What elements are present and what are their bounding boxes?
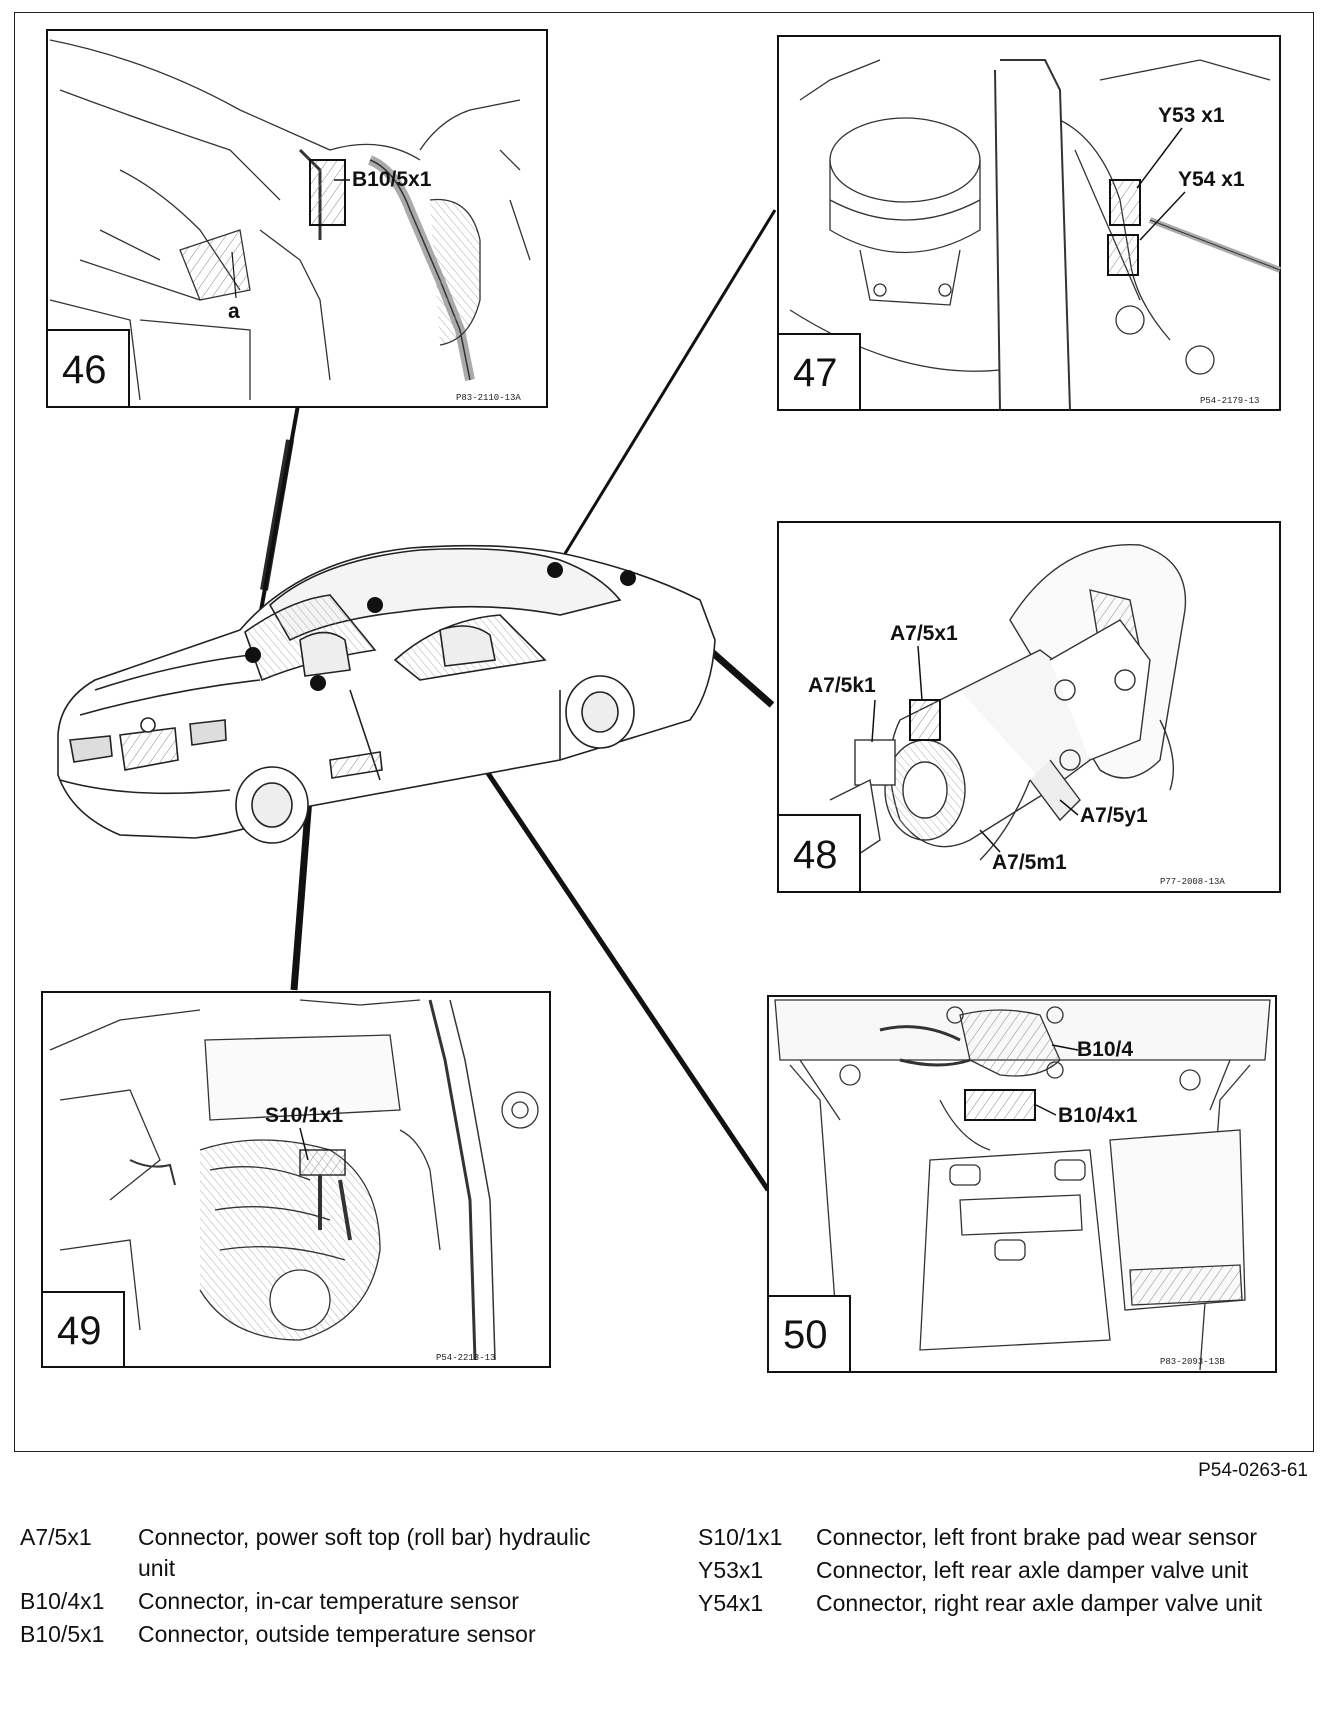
legend-item: A7/5x1 Connector, power soft top (roll b… [20,1522,620,1584]
seat-rear [439,625,496,667]
car-drawing [57,544,716,844]
dot-48 [620,570,636,586]
star-emblem [140,717,156,733]
panel-48-callout-2: A7/5k1 [808,674,876,697]
panel-47-callout-1-leader [1136,127,1183,189]
panel-48-callout-4: A7/5m1 [992,851,1067,874]
headlight-right [189,719,227,746]
dot-47 [547,562,563,578]
panel-46-callout-2: a [228,300,240,323]
panel-47: Y53 x1 Y54 x1 47 P54-2179-13 [777,35,1282,411]
panel-50-sketch [774,999,1271,1371]
panel-48-callout-1-leader [917,645,923,701]
panel-47-callout-1: Y53 x1 [1158,104,1225,127]
grille [119,727,179,771]
dot-46 [245,647,261,663]
panel-49-number-box [41,1291,125,1368]
panel-49: S10/1x1 49 P54-2213-13 [41,991,551,1368]
panel-48-number: 48 [793,833,838,877]
leader-46-thin [260,439,294,591]
legend-description: Connector, outside temperature sensor [138,1621,536,1647]
seat-front [299,631,351,677]
panel-50-code: P83-2093-13B [1160,1357,1225,1367]
panel-50-callout-2-leader [1035,1104,1057,1116]
panel-49-sketch [49,999,539,1361]
legend-code: A7/5x1 [20,1524,92,1550]
side-vent [329,751,383,779]
legend-item: Y53x1 Connector, left rear axle damper v… [698,1555,1318,1586]
dot-49 [310,675,326,691]
legend-code: Y53x1 [698,1557,764,1583]
panel-48-code: P77-2008-13A [1160,877,1225,887]
front-bumper [59,779,231,795]
panel-47-number: 47 [793,351,838,395]
panel-50-callout-2: B10/4x1 [1058,1104,1138,1127]
hood-line [79,654,261,716]
panel-50: B10/4 B10/4x1 50 P83-2093-13B [767,995,1277,1373]
front-wheel-hub [251,782,293,828]
panel-46-code: P83-2110-13A [456,393,521,403]
panel-49-callout-1: S10/1x1 [265,1104,344,1127]
panel-50-number-box [767,1295,851,1373]
panel-48-callout-1: A7/5x1 [890,622,958,645]
legend-description: Connector, power soft top (roll bar) hyd… [138,1524,591,1581]
diagram-frame [14,12,1314,1452]
panel-46: B10/5x1 a 46 P83-2110-13A [46,29,548,408]
legend-description: Connector, in-car temperature sensor [138,1588,519,1614]
panel-48-callout-2-leader [871,699,876,743]
location-dots [245,562,636,691]
legend-code: B10/5x1 [20,1621,105,1647]
panel-49-callout-1-leader [299,1127,309,1161]
panel-49-code: P54-2213-13 [436,1353,495,1363]
panel-48-callout-4-leader [979,829,1001,853]
legend-item: B10/4x1 Connector, in-car temperature se… [20,1586,620,1617]
legend-code: S10/1x1 [698,1524,783,1550]
panel-50-callout-1-leader [1051,1044,1079,1051]
panel-47-sketch [789,59,1282,411]
panel-47-callout-2: Y54 x1 [1178,168,1245,191]
diagram-art: B10/5x1 a 46 P83-2110-13A [41,29,1282,1373]
panel-48-number-box [777,814,861,893]
legend-code: Y54x1 [698,1590,764,1616]
legend-item: Y54x1 Connector, right rear axle damper … [698,1588,1318,1619]
legend-code: B10/4x1 [20,1588,105,1614]
legend-column-right: S10/1x1 Connector, left front brake pad … [698,1522,1318,1621]
panel-46-number-box [46,329,130,408]
panel-47-code: P54-2179-13 [1200,396,1259,406]
dot-50 [367,597,383,613]
panel-50-number: 50 [783,1313,828,1357]
panel-49-number: 49 [57,1309,102,1353]
legend-item: S10/1x1 Connector, left front brake pad … [698,1522,1318,1553]
panel-46-sketch [49,39,531,401]
legend-column-left: A7/5x1 Connector, power soft top (roll b… [20,1522,620,1652]
legend-description: Connector, left rear axle damper valve u… [816,1557,1249,1583]
soft-top [268,547,622,642]
legend-description: Connector, right rear axle damper valve … [816,1590,1263,1616]
legend-item: B10/5x1 Connector, outside temperature s… [20,1619,620,1650]
panel-46-number: 46 [62,348,107,392]
figure-code: P54-0263-61 [1198,1460,1308,1481]
panel-46-callout-1: B10/5x1 [352,168,432,191]
legend-description: Connector, left front brake pad wear sen… [816,1524,1258,1550]
panel-48-callout-3: A7/5y1 [1080,804,1148,827]
panel-47-number-box [777,333,861,411]
panel-48-sketch [829,544,1187,861]
panel-46-callout-2-leader [231,251,237,299]
panel-48: A7/5x1 A7/5k1 A7/5y1 A7/5m1 48 P77-2008-… [777,521,1281,893]
rear-wheel-hub [581,691,619,733]
panel-47-callout-2-leader [1139,191,1186,241]
panel-48-callout-3-leader [1059,799,1079,816]
headlight-left [69,735,113,763]
leader-47 [553,209,777,571]
panel-50-callout-1: B10/4 [1077,1038,1133,1061]
